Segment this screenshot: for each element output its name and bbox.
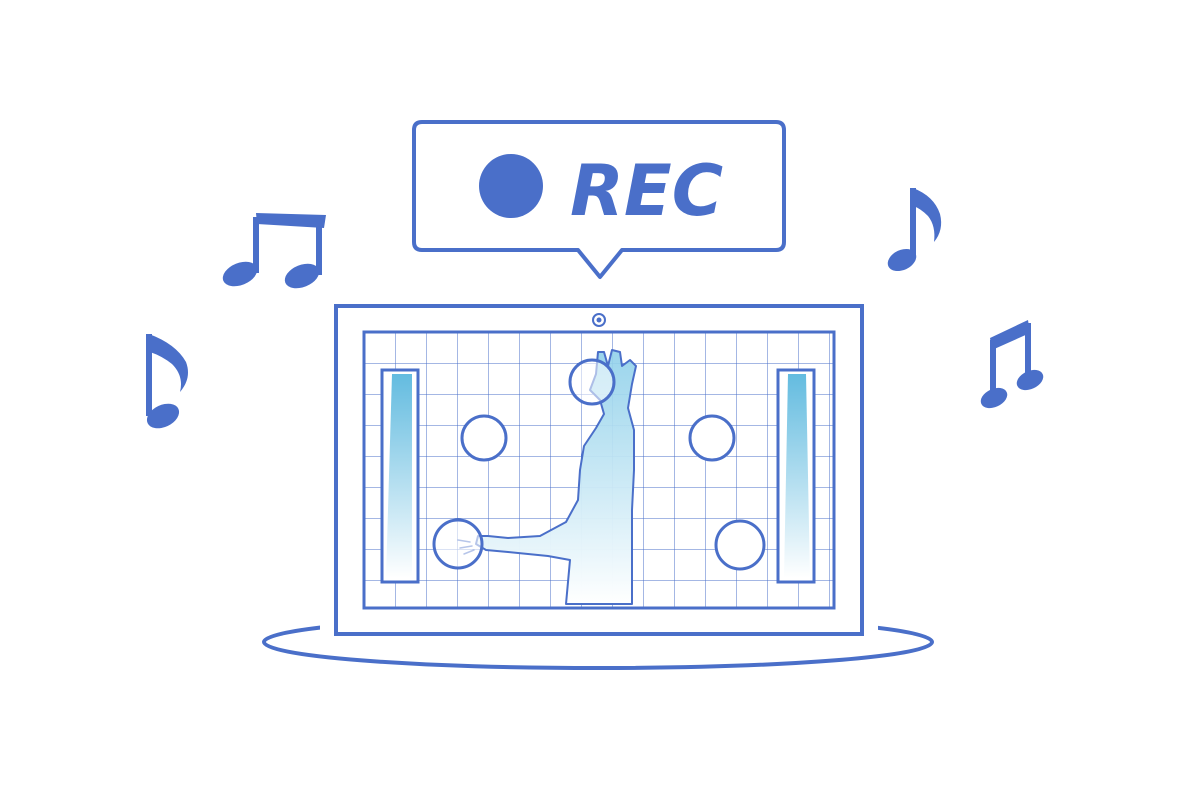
left-light-bar — [380, 368, 420, 584]
rec-label: REC — [570, 150, 723, 232]
target-circle — [432, 518, 484, 570]
rec-bubble: REC — [412, 120, 786, 279]
record-dot-icon — [479, 154, 543, 218]
beamed-eighth-notes-icon — [980, 320, 1044, 409]
target-circle — [714, 519, 766, 571]
target-circle — [568, 358, 616, 406]
target-circle — [688, 414, 736, 462]
target-circle — [460, 414, 508, 462]
eighth-note-icon — [887, 188, 942, 272]
eighth-note-icon — [146, 334, 188, 429]
beamed-eighth-notes-icon — [222, 213, 326, 289]
right-light-bar — [776, 368, 816, 584]
webcam-icon — [592, 313, 606, 327]
